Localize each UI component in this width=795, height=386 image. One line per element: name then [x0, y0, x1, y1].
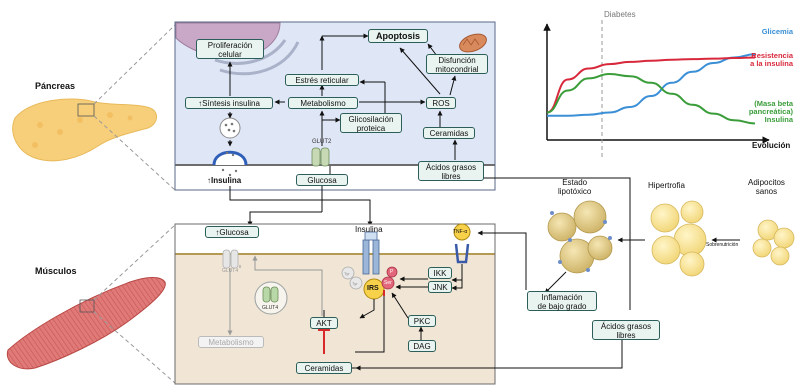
fatty-acids-p-line1: Ácidos grasos [425, 163, 477, 172]
healthy-line1: Adipocitos [748, 178, 785, 187]
reticular-stress-box: Estrés reticular [285, 74, 359, 86]
series-line-0 [546, 53, 756, 117]
legend-entry-1-line-1: a la insulina [750, 59, 793, 68]
glycosylation-line1: Glicosilación [348, 115, 394, 124]
mito-line2: mitocondrial [435, 65, 479, 74]
mitochondrion-icon [459, 33, 487, 53]
glucose-box: Glucosa [296, 174, 348, 186]
proliferation-line1: Proliferación [207, 41, 253, 50]
healthy-adipocytes [752, 219, 795, 266]
glut2-transporter-icon [311, 147, 330, 167]
fatty-acids-p-line2: libres [441, 172, 461, 181]
exocytosis-icon [212, 150, 248, 166]
legend-entry-1-line-0: Resistencia [751, 51, 793, 60]
proliferation-box: Proliferación celular [196, 39, 264, 59]
fatty-acids-adipose-box: Ácidos grasos libres [592, 320, 660, 340]
tyr-label-2: Tyr [352, 281, 358, 286]
insulin-receptor-icon [362, 231, 380, 275]
chart-xlabel: Evolución [752, 141, 791, 150]
tyr-label-1: Tyr [344, 271, 350, 276]
legend-entry-2-line-2: Insulina [764, 115, 793, 124]
fatty-acids-pancreas-box: Ácidos grasos libres [418, 161, 484, 181]
inflammation-line1: Inflamación [541, 293, 583, 302]
ikk-box: IKK [428, 267, 452, 279]
ser-node [381, 276, 395, 290]
mito-line1: Disfunción [438, 56, 476, 65]
apoptosis-box: Apoptosis [368, 29, 428, 43]
glycosylation-box: Glicosilación proteica [340, 113, 402, 133]
glut4-membrane-icon [222, 249, 239, 269]
hypertrophic-cells [650, 200, 707, 277]
lipotoxic-cells [547, 200, 613, 274]
overnutrition-label: Sobrenutrición [706, 242, 739, 248]
evolution-chart [543, 20, 770, 160]
pancreas-label: Páncreas [35, 81, 76, 91]
pkc-box: PKC [408, 315, 436, 327]
lipotoxic-line1: Estado [562, 178, 588, 187]
legend-entry-0-line-0: Glicemia [761, 27, 793, 36]
series-line-2 [546, 72, 756, 125]
glut4-vesicle-icon [254, 281, 288, 315]
akt-box: AKT [310, 317, 338, 329]
pancreas-organ [12, 98, 157, 162]
metabolism-box: Metabolismo [288, 97, 358, 109]
irs-label: IRS [367, 285, 379, 292]
healthy-label: Adipocitos sanos [748, 178, 785, 196]
muscle-label: Músculos [35, 266, 77, 276]
muscle-ceramides-box: Ceramidas [296, 362, 352, 374]
tnf-label: TNF-α [453, 229, 468, 235]
glycosylation-line2: proteica [356, 124, 386, 133]
muscle-metabolism-box: Metabolismo [198, 336, 264, 348]
inflammation-box: Inflamación de bajo grado [527, 291, 597, 311]
ceramides-box: Ceramidas [423, 127, 475, 139]
pancreas-zoom-box [77, 103, 95, 117]
muscle-insulin-label: Insulina [355, 225, 383, 234]
healthy-line2: sanos [755, 187, 778, 196]
fatty-acids-a-line2: libres [616, 331, 636, 340]
legend-entry-2-line-1: pancreática) [748, 107, 793, 116]
p-label: P [390, 269, 394, 275]
insulin-synthesis-box: ↑Síntesis insulina [185, 97, 273, 109]
lipotoxic-label: Estado lipotóxico [558, 178, 591, 196]
muscle-cell-panel [174, 223, 496, 385]
lipotoxic-line2: lipotóxico [558, 187, 592, 196]
series-line-1 [546, 56, 756, 114]
insulin-out-label: ↑Insulina [207, 176, 242, 185]
glut4-membrane-label: GLUT4 [222, 268, 239, 274]
glut4-vesicle-label: GLUT4 [262, 305, 279, 311]
ros-box: ROS [426, 97, 456, 109]
glut2-label: GLUT2 [312, 139, 332, 145]
hypertrophy-label: Hipertrofia [648, 181, 685, 190]
adipose-section [547, 200, 795, 277]
inflammation-line2: de bajo grado [537, 302, 587, 311]
muscle-glucose-box: ↑Glucosa [205, 226, 259, 238]
proliferation-line2: celular [218, 50, 242, 59]
muscle-zoom-box [79, 299, 95, 313]
diabetes-marker-label: Diabetes [604, 10, 636, 19]
legend-entry-2-line-0: (Masa beta [754, 99, 793, 108]
tnf-receptor-icon [454, 243, 470, 264]
mito-dysfunction-box: Disfunción mitocondrial [426, 54, 488, 74]
legend-entry-0: Glicemia [762, 28, 793, 36]
jnk-box: JNK [428, 281, 452, 293]
tnf-node [453, 223, 471, 241]
fatty-acids-a-line1: Ácidos grasos [600, 322, 652, 331]
phospho-node [386, 266, 398, 278]
dag-box: DAG [408, 340, 436, 352]
insulin-granule-icon [219, 117, 241, 139]
ser-label: Ser [384, 280, 392, 286]
muscle-organ [6, 277, 166, 370]
